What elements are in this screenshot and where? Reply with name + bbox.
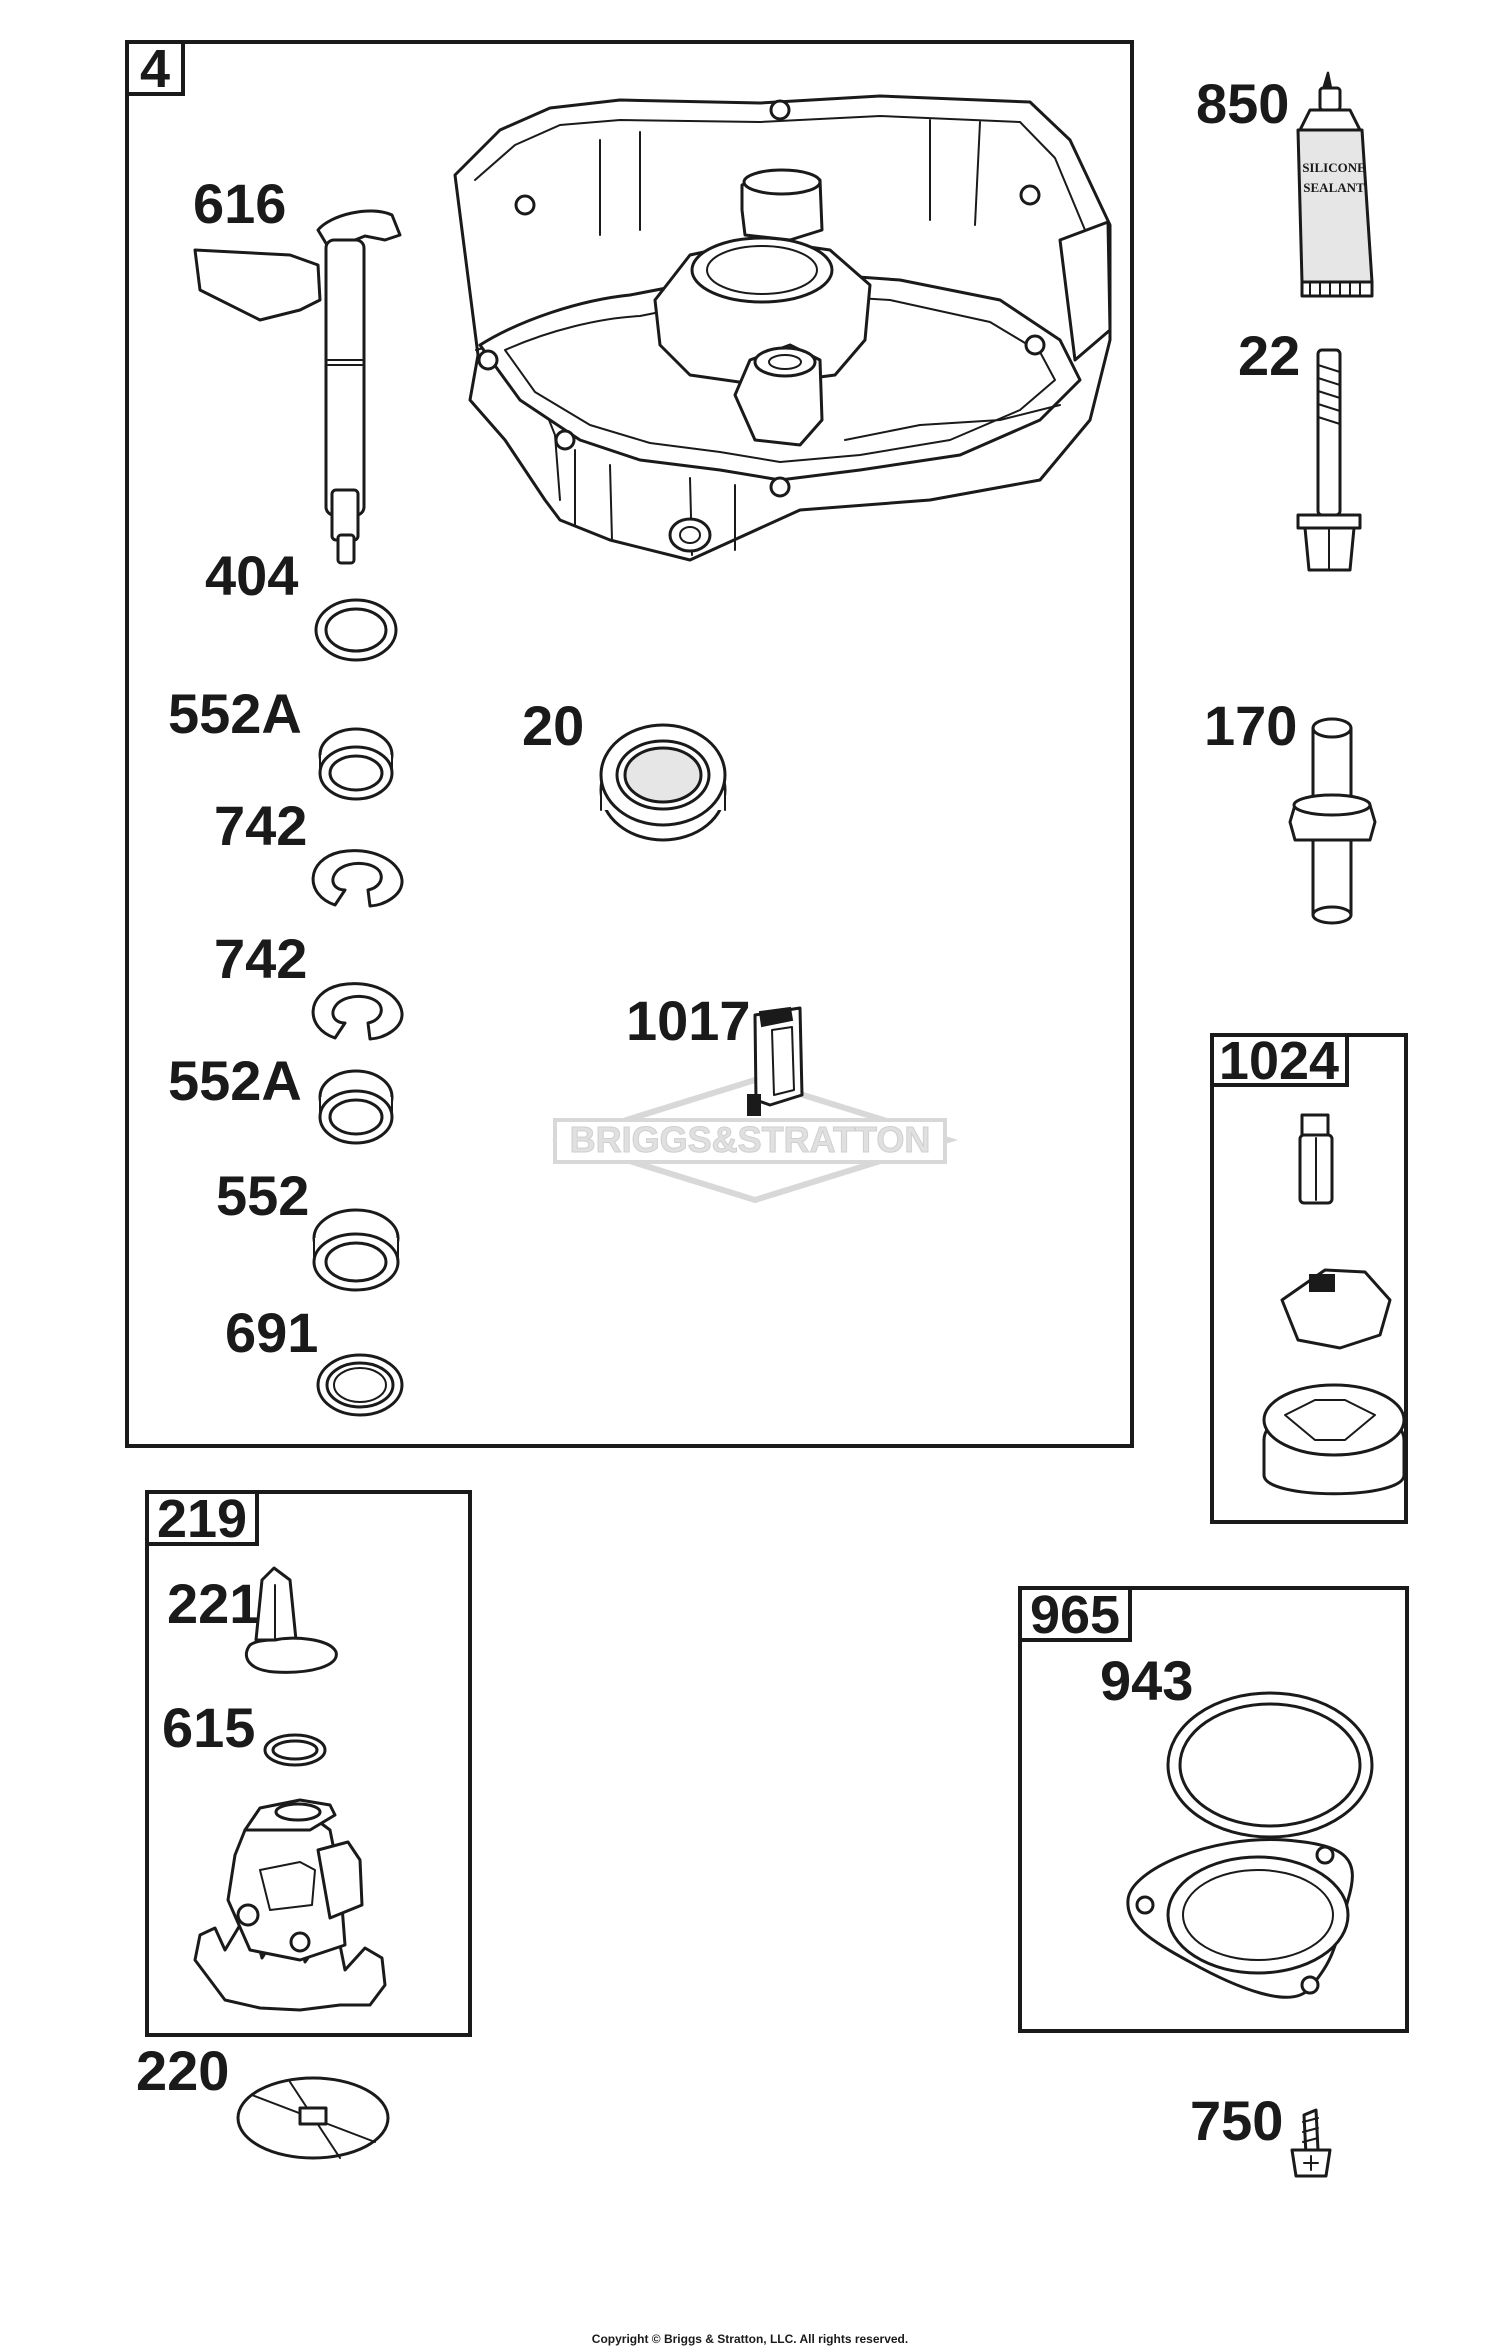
copyright-footer: Copyright © Briggs & Stratton, LLC. All … — [592, 2332, 908, 2346]
e-clip-742-top — [311, 849, 404, 908]
silicone-sealant-tube-850: SILICONE SEALANT — [1296, 71, 1374, 298]
part-label-170: 170 — [1204, 694, 1297, 757]
screw-750 — [1290, 2108, 1332, 2178]
breather-1017 — [747, 1006, 804, 1116]
part-label-742-top: 742 — [214, 794, 307, 857]
oil-pump-gear-assembly — [193, 1798, 387, 2012]
governor-gear-housing — [1262, 1383, 1406, 1496]
part-label-742-bottom: 742 — [214, 927, 307, 990]
group-label-main: 4 — [140, 39, 170, 99]
group-frame-main — [125, 40, 1134, 1448]
part-label-22: 22 — [1238, 324, 1300, 387]
part-label-615: 615 — [162, 1696, 255, 1759]
part-label-850: 850 — [1196, 72, 1289, 135]
part-label-943: 943 — [1100, 1649, 1193, 1712]
governor-cup — [1280, 1268, 1392, 1350]
filter-plate — [1126, 1838, 1354, 1999]
group-label-219: 219 — [157, 1489, 247, 1549]
watermark-text: BRIGGS&STRATTON — [570, 1119, 931, 1160]
washer-404 — [314, 598, 398, 662]
group-frame-219 — [145, 1490, 472, 2037]
part-label-1017: 1017 — [626, 989, 751, 1052]
sealant-label-line2: SEALANT — [1303, 180, 1365, 195]
group-tab-1024 — [1210, 1033, 1349, 1087]
part-label-552a-top: 552A — [168, 682, 302, 745]
group-tab-main — [125, 40, 185, 96]
part-label-221: 221 — [167, 1572, 260, 1635]
part-label-552: 552 — [216, 1164, 309, 1227]
part-label-691: 691 — [225, 1301, 318, 1364]
group-label-965: 965 — [1030, 1585, 1120, 1645]
seal-691 — [316, 1353, 404, 1417]
ring-615 — [263, 1733, 327, 1767]
group-tab-219 — [145, 1490, 259, 1546]
brand-watermark: BRIGGS&STRATTON — [551, 1076, 959, 1204]
part-label-20: 20 — [522, 694, 584, 757]
governor-pin — [1298, 1113, 1334, 1205]
part-label-750: 750 — [1190, 2089, 1283, 2152]
sealant-label-line1: SILICONE — [1302, 160, 1366, 175]
seal-552a-top — [318, 727, 394, 801]
seal-552a-bottom — [318, 1069, 394, 1145]
gasket-ring-943 — [1166, 1691, 1374, 1839]
part-label-404: 404 — [205, 544, 298, 607]
e-clip-742-bottom — [311, 982, 404, 1041]
seal-552 — [312, 1208, 400, 1292]
stud-170 — [1288, 717, 1377, 925]
crankcase-sump — [453, 94, 1112, 562]
group-label-1024: 1024 — [1219, 1031, 1339, 1091]
part-label-616: 616 — [193, 172, 286, 235]
screen-disc-220 — [236, 2076, 390, 2160]
bearing-20 — [599, 723, 727, 842]
part-label-552a-bottom: 552A — [168, 1049, 302, 1112]
group-tab-965 — [1018, 1586, 1132, 1642]
governor-shaft-616 — [193, 209, 402, 565]
pin-221 — [244, 1566, 338, 1674]
group-frame-965 — [1018, 1586, 1409, 2033]
part-label-220: 220 — [136, 2039, 229, 2102]
bolt-22 — [1296, 348, 1362, 572]
